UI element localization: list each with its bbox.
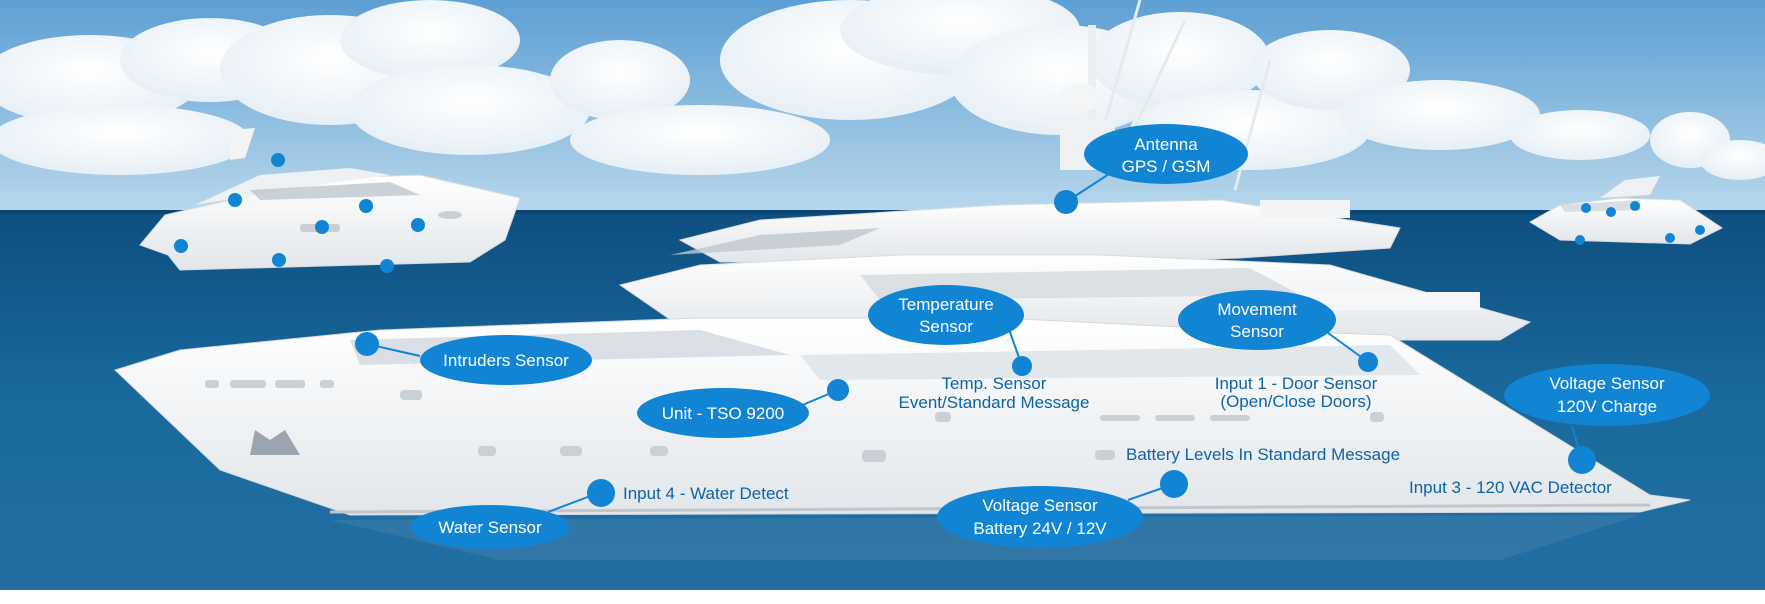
antenna-badge: Antenna GPS / GSM: [1084, 124, 1248, 184]
water-badge: Water Sensor: [410, 505, 570, 549]
main-sensor-dots: [355, 190, 1596, 507]
unit-badge: Unit - TSO 9200: [637, 388, 809, 438]
clouds: [0, 0, 1765, 180]
left-yacht: [139, 128, 521, 271]
voltage-battery-badge: Voltage Sensor Battery 24V / 12V: [937, 486, 1143, 548]
temp-event-caption-line2: Event/Standard Message: [899, 393, 1090, 412]
sensor-dot: [228, 193, 242, 207]
sensor-dot: [1695, 225, 1705, 235]
sensor-dot: [380, 259, 394, 273]
sensor-dot: [1606, 207, 1616, 217]
voltage-battery-label-line2: Battery 24V / 12V: [973, 519, 1107, 538]
water-detect-dot: [587, 479, 615, 507]
antenna-dot: [1054, 190, 1078, 214]
intruders-dot: [355, 332, 379, 356]
antenna-label-line2: GPS / GSM: [1122, 157, 1211, 176]
water-detect-caption: Input 4 - Water Detect: [623, 484, 789, 503]
voltage-charge-label-line1: Voltage Sensor: [1549, 374, 1665, 393]
sensor-dot: [271, 153, 285, 167]
bottom-margin: [0, 590, 1765, 604]
door-caption-line2: (Open/Close Doors): [1220, 392, 1371, 411]
unit-label: Unit - TSO 9200: [662, 404, 785, 423]
movement-dot: [1358, 352, 1378, 372]
temperature-dot: [1012, 356, 1032, 376]
sensor-dot: [1581, 203, 1591, 213]
sensor-dot: [1575, 235, 1585, 245]
water-label: Water Sensor: [438, 518, 542, 537]
battery-dot: [1160, 470, 1188, 498]
voltage-charge-label-line2: 120V Charge: [1557, 397, 1657, 416]
movement-label-line2: Sensor: [1230, 322, 1284, 341]
movement-label-line1: Movement: [1217, 300, 1297, 319]
right-boat: [1529, 176, 1723, 245]
voltage-battery-label-line1: Voltage Sensor: [982, 496, 1098, 515]
temperature-label-line2: Sensor: [919, 317, 973, 336]
sensor-dot: [1630, 201, 1640, 211]
temp-event-caption-line1: Temp. Sensor: [942, 374, 1047, 393]
voltage-charge-dot: [1568, 446, 1596, 474]
sensor-dot: [272, 253, 286, 267]
movement-badge: Movement Sensor: [1178, 290, 1336, 350]
sensor-dot: [174, 239, 188, 253]
temperature-badge: Temperature Sensor: [868, 285, 1024, 345]
vac-detector-caption: Input 3 - 120 VAC Detector: [1409, 478, 1612, 497]
antenna-label-line1: Antenna: [1134, 135, 1198, 154]
intruders-label: Intruders Sensor: [443, 351, 569, 370]
battery-levels-caption: Battery Levels In Standard Message: [1126, 445, 1400, 464]
intruders-badge: Intruders Sensor: [420, 335, 592, 385]
voltage-charge-badge: Voltage Sensor 120V Charge: [1504, 364, 1710, 426]
sensor-dot: [359, 199, 373, 213]
sensor-dot: [1665, 233, 1675, 243]
sensor-dot: [315, 220, 329, 234]
small-yacht-sensor-dots: [174, 153, 1705, 273]
sensor-dot: [411, 218, 425, 232]
unit-dot: [827, 379, 849, 401]
door-caption-line1: Input 1 - Door Sensor: [1215, 374, 1378, 393]
temperature-label-line1: Temperature: [898, 295, 993, 314]
